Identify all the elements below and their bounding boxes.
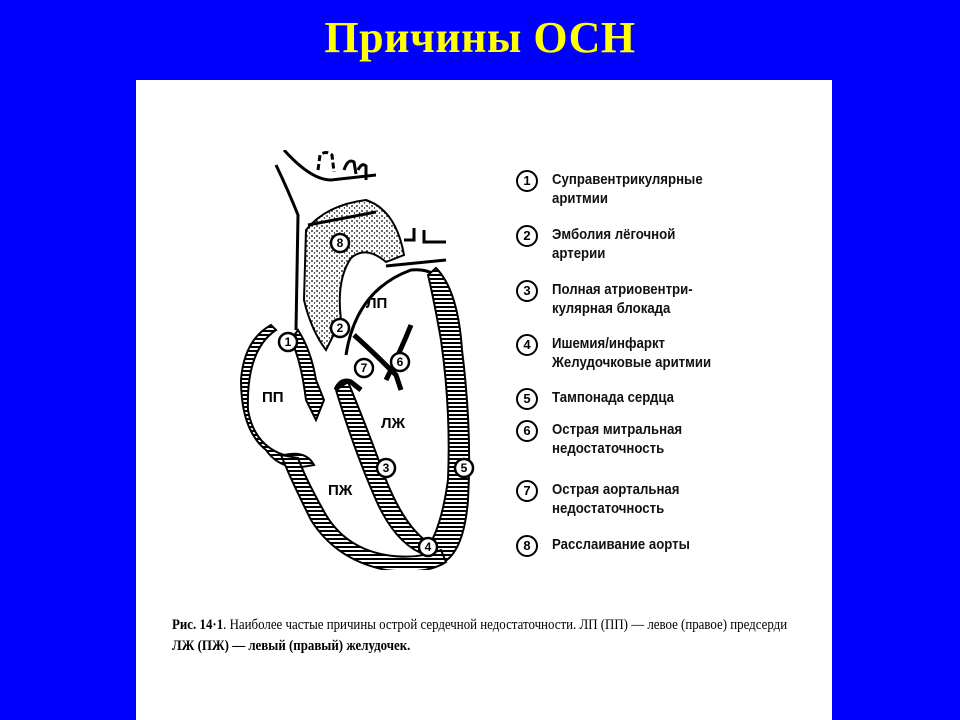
legend-text: Эмболия лёгочной артерии bbox=[552, 226, 676, 262]
legend-text: Суправентрикулярные аритмии bbox=[552, 171, 703, 207]
legend-item-2: 2 Эмболия лёгочной артерии bbox=[516, 225, 692, 263]
svg-text:7: 7 bbox=[361, 361, 368, 375]
caption-label: Рис. 14·1 bbox=[172, 617, 224, 633]
legend-number: 7 bbox=[516, 480, 538, 502]
legend-number: 2 bbox=[516, 225, 538, 247]
legend-item-4: 4 Ишемия/инфаркт Желудочковые аритмии bbox=[516, 334, 733, 372]
marker-6: 6 bbox=[389, 351, 411, 373]
legend-item-7: 7 Острая аортальная недостаточность bbox=[516, 480, 697, 518]
marker-4: 4 bbox=[417, 536, 439, 558]
svg-text:6: 6 bbox=[397, 355, 404, 369]
caption-line-2: ЛЖ (ПЖ) — левый (правый) желудочек. bbox=[172, 638, 411, 654]
legend-text: Тампонада сердца bbox=[552, 389, 675, 406]
legend-text: Полная атриовентри- кулярная блокада bbox=[552, 281, 693, 317]
marker-8: 8 bbox=[329, 232, 351, 254]
marker-1: 1 bbox=[277, 331, 299, 353]
legend-text: Расслаивание аорты bbox=[552, 536, 690, 553]
legend-item-6: 6 Острая митральная недостаточность bbox=[516, 420, 700, 458]
svg-text:2: 2 bbox=[337, 321, 344, 335]
svg-text:1: 1 bbox=[285, 335, 292, 349]
svg-text:4: 4 bbox=[425, 540, 432, 554]
legend-number: 5 bbox=[516, 388, 538, 410]
svg-text:5: 5 bbox=[461, 461, 468, 475]
heart-diagram: ЛП ПП ЛЖ ПЖ 1 2 3 4 5 6 7 8 bbox=[239, 150, 475, 570]
legend-item-3: 3 Полная атриовентри- кулярная блокада bbox=[516, 280, 712, 318]
legend-text: Ишемия/инфаркт Желудочковые аритмии bbox=[552, 335, 712, 371]
marker-3: 3 bbox=[375, 457, 397, 479]
caption-line-1: . Наиболее частые причины острой сердечн… bbox=[223, 617, 788, 633]
label-la: ЛП bbox=[366, 295, 387, 312]
legend-number: 3 bbox=[516, 280, 538, 302]
legend-item-5: 5 Тампонада сердца bbox=[516, 388, 691, 410]
legend-number: 4 bbox=[516, 334, 538, 356]
marker-2: 2 bbox=[329, 317, 351, 339]
legend-number: 1 bbox=[516, 170, 538, 192]
figure-caption: Рис. 14·1. Наиболее частые причины остро… bbox=[172, 615, 787, 657]
legend-text: Острая митральная недостаточность bbox=[552, 421, 683, 457]
legend-number: 6 bbox=[516, 420, 538, 442]
svg-text:3: 3 bbox=[383, 461, 390, 475]
legend-item-1: 1 Суправентрикулярные аритмии bbox=[516, 170, 723, 208]
marker-7: 7 bbox=[353, 357, 375, 379]
slide-title: Причины ОСН bbox=[324, 13, 636, 62]
figure-panel: ЛП ПП ЛЖ ПЖ 1 2 3 4 5 6 7 8 1 Суправентр… bbox=[136, 80, 832, 720]
label-rv: ПЖ bbox=[328, 482, 353, 499]
label-lv: ЛЖ bbox=[381, 415, 406, 432]
svg-text:8: 8 bbox=[337, 236, 344, 250]
marker-5: 5 bbox=[453, 457, 475, 479]
legend-number: 8 bbox=[516, 535, 538, 557]
legend-text: Острая аортальная недостаточность bbox=[552, 481, 680, 517]
legend-item-8: 8 Расслаивание аорты bbox=[516, 535, 709, 557]
label-ra: ПП bbox=[262, 389, 284, 406]
